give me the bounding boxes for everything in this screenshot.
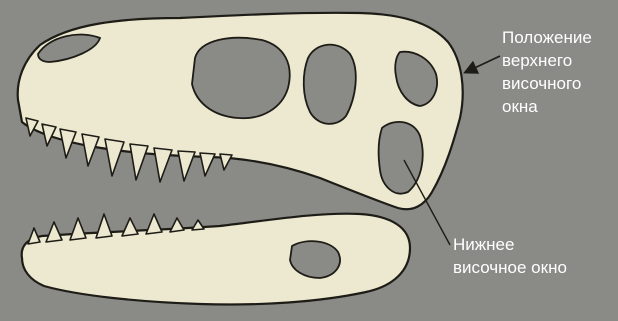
lower-tooth [28,228,40,244]
lower-temporal-window-label: Нижнее височное окно [453,233,567,279]
lower-tooth [122,218,138,236]
lower-tooth [192,220,204,230]
upper-tooth [130,144,148,180]
lower-tooth [146,214,162,234]
lower-tooth [96,214,112,238]
upper-tooth [178,151,195,181]
label-line: Положение [502,26,592,49]
label-line: верхнего [502,49,592,72]
label-line: височное окно [453,256,567,279]
upper-tooth [200,153,215,176]
arrow-upper-temporal [466,56,500,72]
lower-tooth [46,222,62,242]
upper-tooth [105,139,124,176]
upper-tooth [154,148,172,182]
label-line: височного [502,72,592,95]
upper-tooth [220,154,232,170]
label-line: Нижнее [453,233,567,256]
upper-temporal-window-label: Положение верхнего височного окна [502,26,592,118]
upper-tooth [82,134,99,166]
antorbital-opening [192,38,290,118]
orbit-opening [304,45,356,124]
lower-tooth [170,218,184,232]
label-line: окна [502,95,592,118]
lower-tooth [70,218,86,240]
